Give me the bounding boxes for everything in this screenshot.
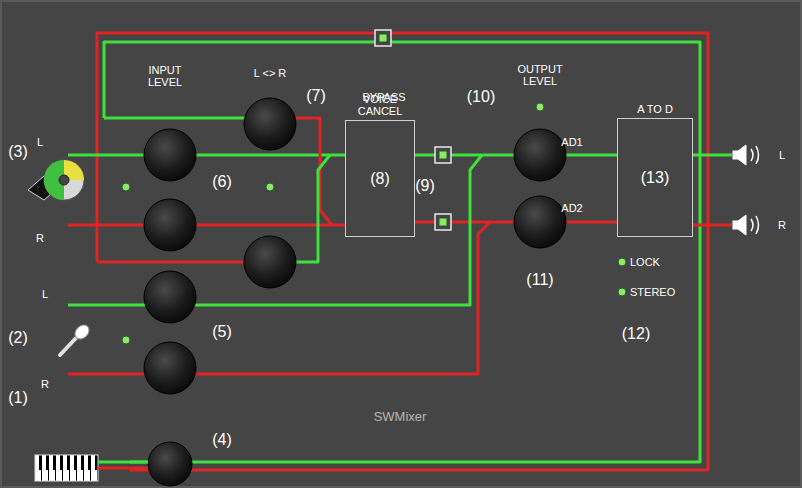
- a-to-d-box: A TO D(13): [617, 118, 693, 237]
- callout-number: (2): [8, 329, 28, 347]
- callout-number: (4): [212, 431, 232, 449]
- control-label: INPUT LEVEL: [134, 64, 196, 88]
- status-label: LOCK: [630, 256, 660, 268]
- box-heading: VOICE CANCEL: [344, 93, 416, 117]
- status-label: STEREO: [630, 286, 675, 298]
- box-heading: A TO D: [637, 103, 673, 115]
- callout-number: (10): [467, 88, 495, 106]
- callout-number: (5): [212, 323, 232, 341]
- control-label: L <> R: [254, 67, 287, 79]
- app-name: SWMixer: [374, 410, 427, 424]
- channel-label: L: [42, 288, 48, 300]
- channel-label: R: [36, 232, 44, 244]
- callout-number: (9): [415, 177, 435, 195]
- control-label: OUTPUT LEVEL: [509, 63, 571, 87]
- channel-label: L: [37, 136, 43, 148]
- channel-label: AD2: [561, 202, 582, 214]
- channel-label: L: [779, 149, 785, 161]
- callout-number: (7): [306, 87, 326, 105]
- channel-label: R: [778, 219, 786, 231]
- channel-label: R: [41, 378, 49, 390]
- callout-number: (3): [8, 143, 28, 161]
- callout-number: (8): [370, 170, 390, 188]
- channel-label: AD1: [561, 136, 582, 148]
- voice-cancel-box: VOICE CANCEL(8): [345, 120, 415, 237]
- callout-number: (13): [641, 169, 669, 187]
- callout-number: (1): [8, 389, 28, 407]
- callout-number: (12): [622, 325, 650, 343]
- callout-number: (6): [212, 173, 232, 191]
- callout-number: (11): [526, 271, 553, 289]
